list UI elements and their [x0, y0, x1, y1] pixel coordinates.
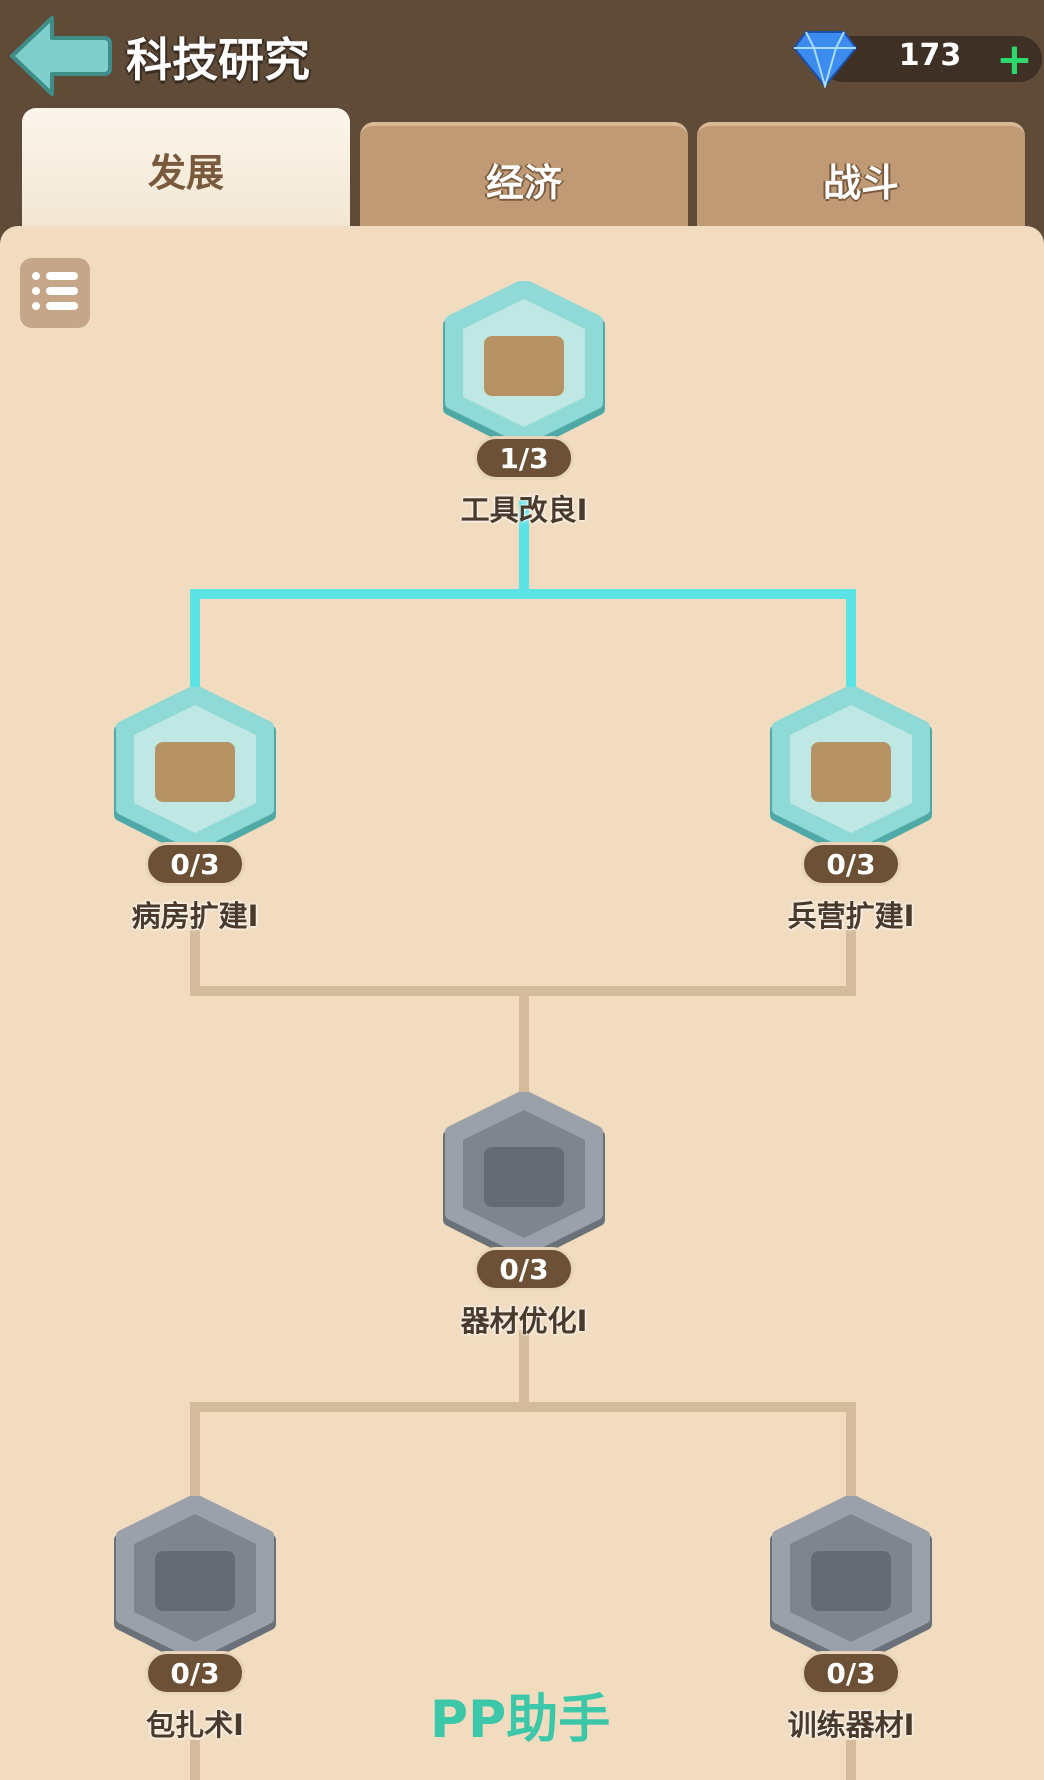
progress-badge: 0/3 [145, 1651, 245, 1695]
knights-barracks-icon [770, 685, 932, 859]
book-quill-icon [443, 1090, 605, 1264]
tech-node-label: 包扎术I [146, 1708, 244, 1742]
connector-line [519, 986, 529, 1096]
gem-count: 173 [898, 38, 962, 73]
gem-counter [820, 36, 1042, 82]
progress-badge: 0/3 [801, 1651, 901, 1695]
hospital-bed-icon [114, 685, 276, 859]
tech-node[interactable] [439, 279, 609, 453]
connector-line [846, 589, 856, 689]
connector-line [190, 1402, 200, 1502]
progress-badge: 1/3 [474, 436, 574, 480]
diamond-icon [792, 31, 858, 88]
tab-combat[interactable]: 战斗 [697, 122, 1025, 232]
connector-line [190, 589, 856, 599]
progress-badge: 0/3 [474, 1247, 574, 1291]
connector-line [519, 1330, 529, 1410]
watermark: PP助手 [430, 1690, 611, 1750]
connector-line [519, 500, 529, 596]
tab-label: 经济 [485, 160, 562, 205]
progress-badge: 0/3 [145, 842, 245, 886]
progress-badge: 0/3 [801, 842, 901, 886]
tech-node[interactable] [439, 1090, 609, 1264]
connector-line [190, 1402, 856, 1412]
toolbox-icon [443, 279, 605, 453]
tech-node[interactable] [110, 1494, 280, 1668]
tech-node[interactable] [766, 1494, 936, 1668]
tab-economy[interactable]: 经济 [360, 122, 688, 232]
plus-icon[interactable]: + [996, 34, 1033, 85]
back-arrow-icon[interactable] [8, 14, 112, 98]
tech-node-label: 病房扩建I [131, 899, 259, 933]
training-dummy-icon [770, 1494, 932, 1668]
connector-line [846, 1740, 856, 1780]
connector-line [846, 930, 856, 996]
tech-node-label: 兵营扩建I [787, 899, 915, 933]
tab-label: 战斗 [822, 160, 899, 205]
tech-node-label: 训练器材I [787, 1708, 915, 1742]
tech-node[interactable] [766, 685, 936, 859]
connector-line [190, 930, 200, 996]
list-icon[interactable] [20, 258, 90, 328]
connector-line [190, 1740, 200, 1780]
page-title: 科技研究 [126, 33, 310, 87]
bandage-icon [114, 1494, 276, 1668]
tech-node-label: 工具改良I [460, 493, 588, 527]
tab-label: 发展 [147, 150, 224, 195]
connector-line [846, 1402, 856, 1502]
tech-node-label: 器材优化I [460, 1304, 588, 1338]
tech-node[interactable] [110, 685, 280, 859]
tab-development[interactable]: 发展 [22, 108, 350, 230]
connector-line [190, 589, 200, 689]
